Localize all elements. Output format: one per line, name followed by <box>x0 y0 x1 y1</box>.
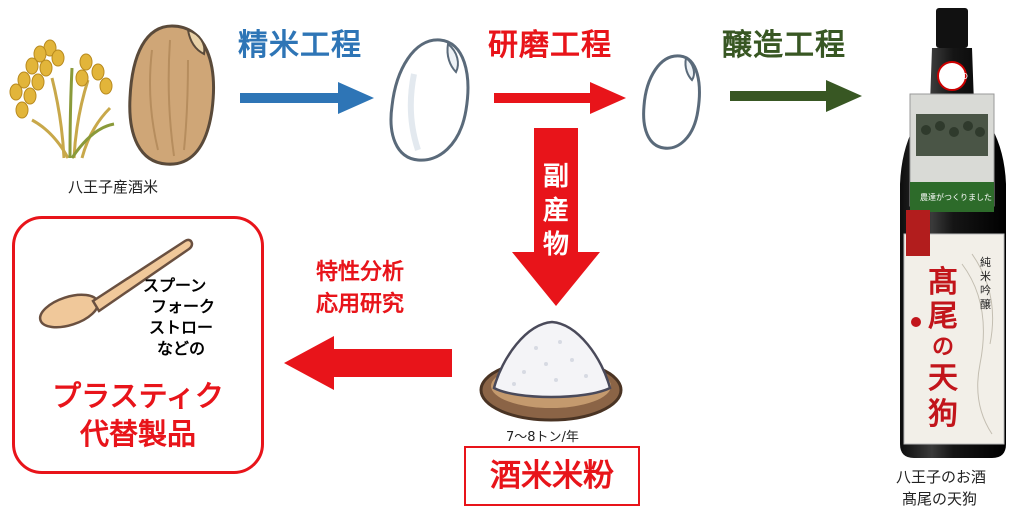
arrow-down-icon-red <box>512 128 600 306</box>
svg-text:TOKYO: TOKYO <box>940 72 968 81</box>
svg-text:天: 天 <box>928 361 958 396</box>
rice-plant-icon <box>9 39 115 159</box>
svg-text:吟: 吟 <box>980 283 991 297</box>
item-etc: などの <box>157 339 206 358</box>
sake-caption-line1: 八王子のお酒 <box>896 468 987 486</box>
arrow-left-icon-red <box>284 336 452 390</box>
arrow-right-icon-blue <box>240 82 374 114</box>
svg-text:米: 米 <box>980 270 991 283</box>
plastic-title-line2: 代替製品 <box>79 417 196 451</box>
grinding-step-label: 研磨工程 <box>488 28 612 63</box>
rice-flour-label: 酒米米粉 <box>490 458 614 494</box>
arrow-right-icon-green <box>730 80 862 112</box>
polished-rice-grain-icon <box>389 38 470 162</box>
plastic-title-line1: プラスティク <box>52 379 224 413</box>
svg-text:尾: 尾 <box>928 299 958 334</box>
rice-flour-amount: 7～8トン/年 <box>506 430 579 445</box>
ground-rice-grain-icon <box>642 54 701 150</box>
svg-text:狗: 狗 <box>928 397 958 432</box>
rice-flour-bowl-icon <box>479 320 623 422</box>
brewing-step-label: 醸造工程 <box>722 28 846 63</box>
svg-text:髙: 髙 <box>928 265 958 300</box>
item-spoon: スプーン <box>143 276 207 295</box>
plastic-alternatives-box: スプーン フォーク ストロー などの プラスティク 代替製品 <box>12 216 264 474</box>
brown-rice-grain-icon <box>128 24 215 166</box>
research-line1: 特性分析 <box>316 260 405 285</box>
research-line2: 応用研究 <box>316 292 405 317</box>
svg-text:純: 純 <box>980 256 991 269</box>
item-straw: ストロー <box>149 318 214 337</box>
svg-text:醸: 醸 <box>980 298 991 311</box>
polishing-step-label: 精米工程 <box>238 28 362 63</box>
rice-flour-box: 酒米米粉 <box>464 446 640 506</box>
wooden-spoon-icon <box>38 238 194 329</box>
sake-caption-line2: 髙尾の天狗 <box>902 490 978 508</box>
svg-text:農達がつくりました: 農達がつくりました <box>920 192 992 202</box>
byproduct-label: 副産物 <box>542 162 569 260</box>
rice-caption: 八王子産酒米 <box>68 178 159 196</box>
svg-text:の: の <box>932 334 954 360</box>
arrow-right-icon-red <box>494 82 626 114</box>
item-fork: フォーク <box>151 297 216 316</box>
